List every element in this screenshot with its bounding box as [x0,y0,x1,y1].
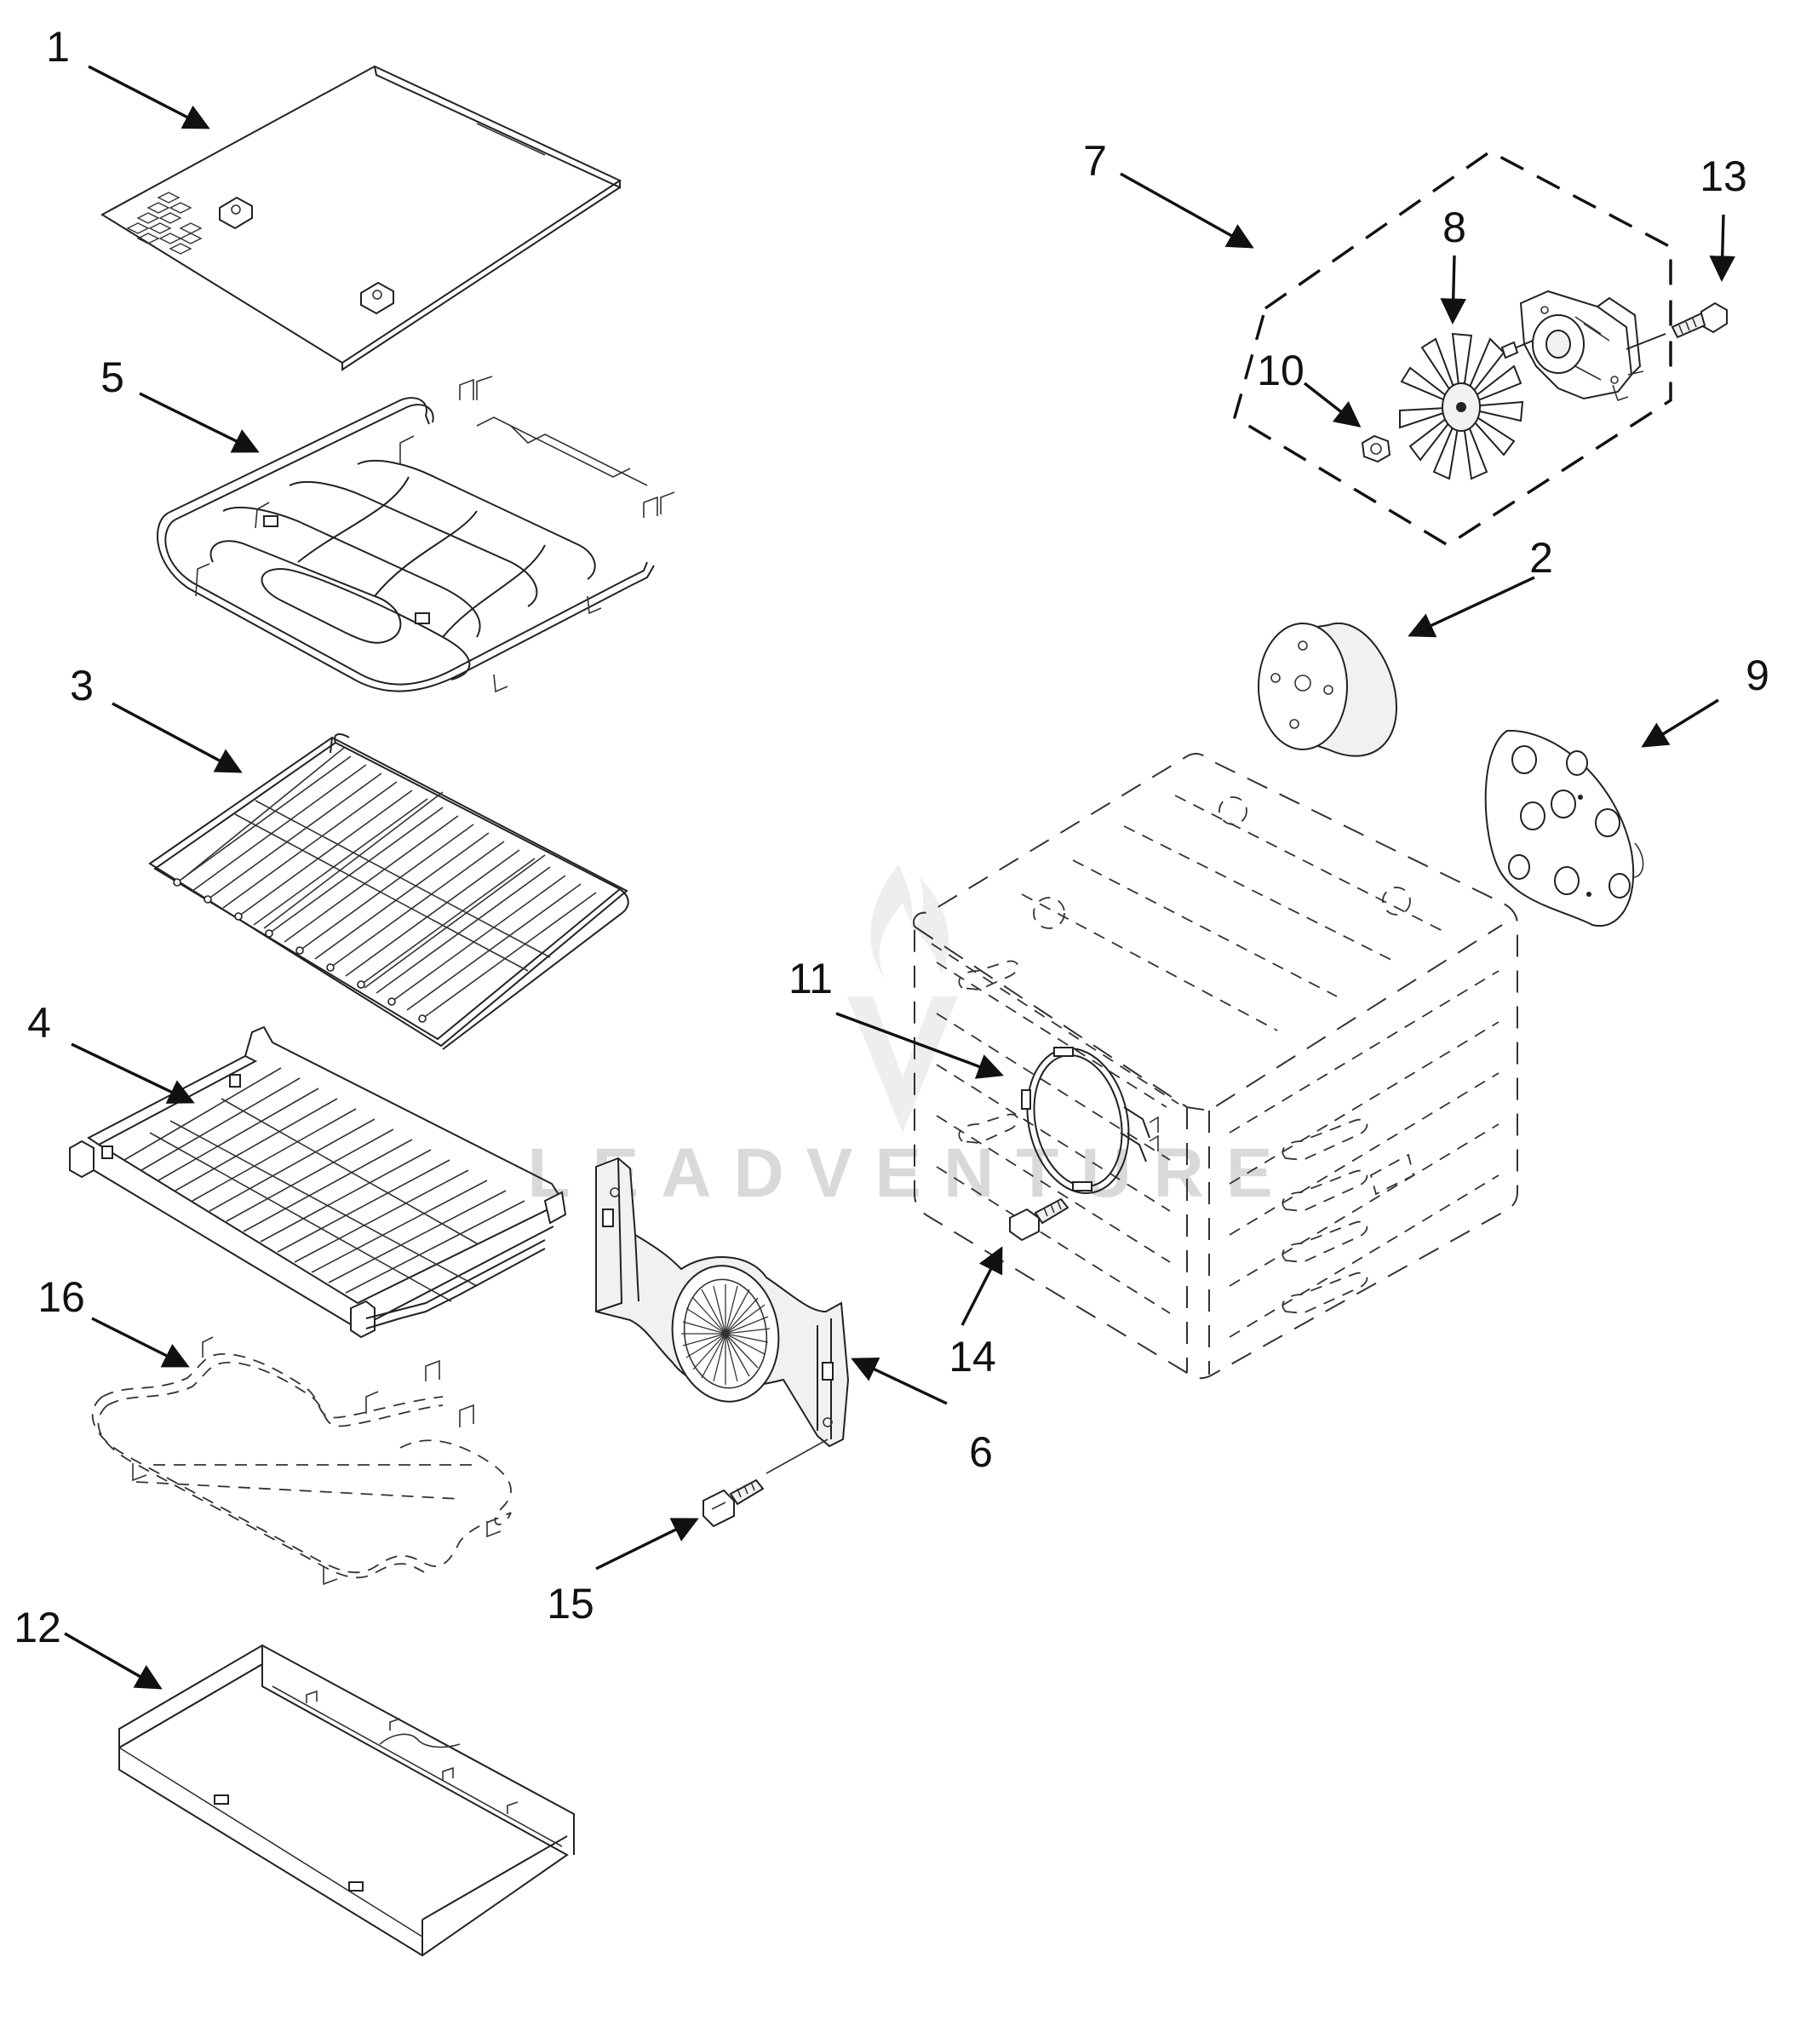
part-6-fan-baffle [595,1157,850,1474]
callout-8: 8 [1442,204,1466,251]
callout-3: 3 [70,662,94,709]
watermark: LEADVENTURE [527,864,1294,1212]
part-12-bottom-tray [118,1644,575,1957]
rollout-rack-wires [123,1067,525,1302]
convection-motor [1500,290,1666,402]
callout-9: 9 [1746,652,1769,699]
part-4-rollout-rack [69,1025,567,1339]
rack-wires [176,747,597,1019]
part-16-bake-element [91,1336,512,1586]
callout-15: 15 [547,1580,594,1628]
callout-5: 5 [100,353,124,401]
callout-13: 13 [1700,152,1747,200]
part-13-screw [1671,301,1728,339]
callout-10: 10 [1257,347,1305,394]
callout-labels: 1 2 3 4 5 6 7 8 9 10 11 12 13 14 15 16 [14,23,1769,1651]
watermark-text: LEADVENTURE [527,1134,1294,1212]
part-5-broil-element [157,376,675,693]
part-2-rear-plate [1258,623,1398,757]
part-1-top-cover [100,65,622,371]
part-7-assembly-outline [1233,150,1672,548]
callout-1: 1 [46,23,70,71]
flame-logo-icon [847,864,958,1133]
callout-6: 6 [969,1428,993,1476]
rack-guide-slots [958,960,1368,1314]
part-15-screw [702,1478,765,1528]
callout-14: 14 [949,1333,996,1381]
callout-11: 11 [788,955,833,1002]
callout-2: 2 [1529,534,1553,582]
oven-cavity [913,753,1518,1380]
callout-16: 16 [37,1273,85,1321]
callout-7: 7 [1083,137,1107,185]
fan-intake-grille [681,1284,771,1385]
part-9-gasket [1484,729,1644,927]
callout-12: 12 [14,1604,61,1651]
part-11-convection-element [1021,1047,1159,1194]
vent-perforations [126,192,203,255]
callout-4: 4 [27,999,51,1047]
part-8-fan-blade [1399,332,1524,480]
part-10-nut [1361,434,1391,463]
part-3-oven-rack [148,733,629,1050]
part-14-screw [1009,1197,1069,1242]
leader-arrows [64,65,1736,1690]
